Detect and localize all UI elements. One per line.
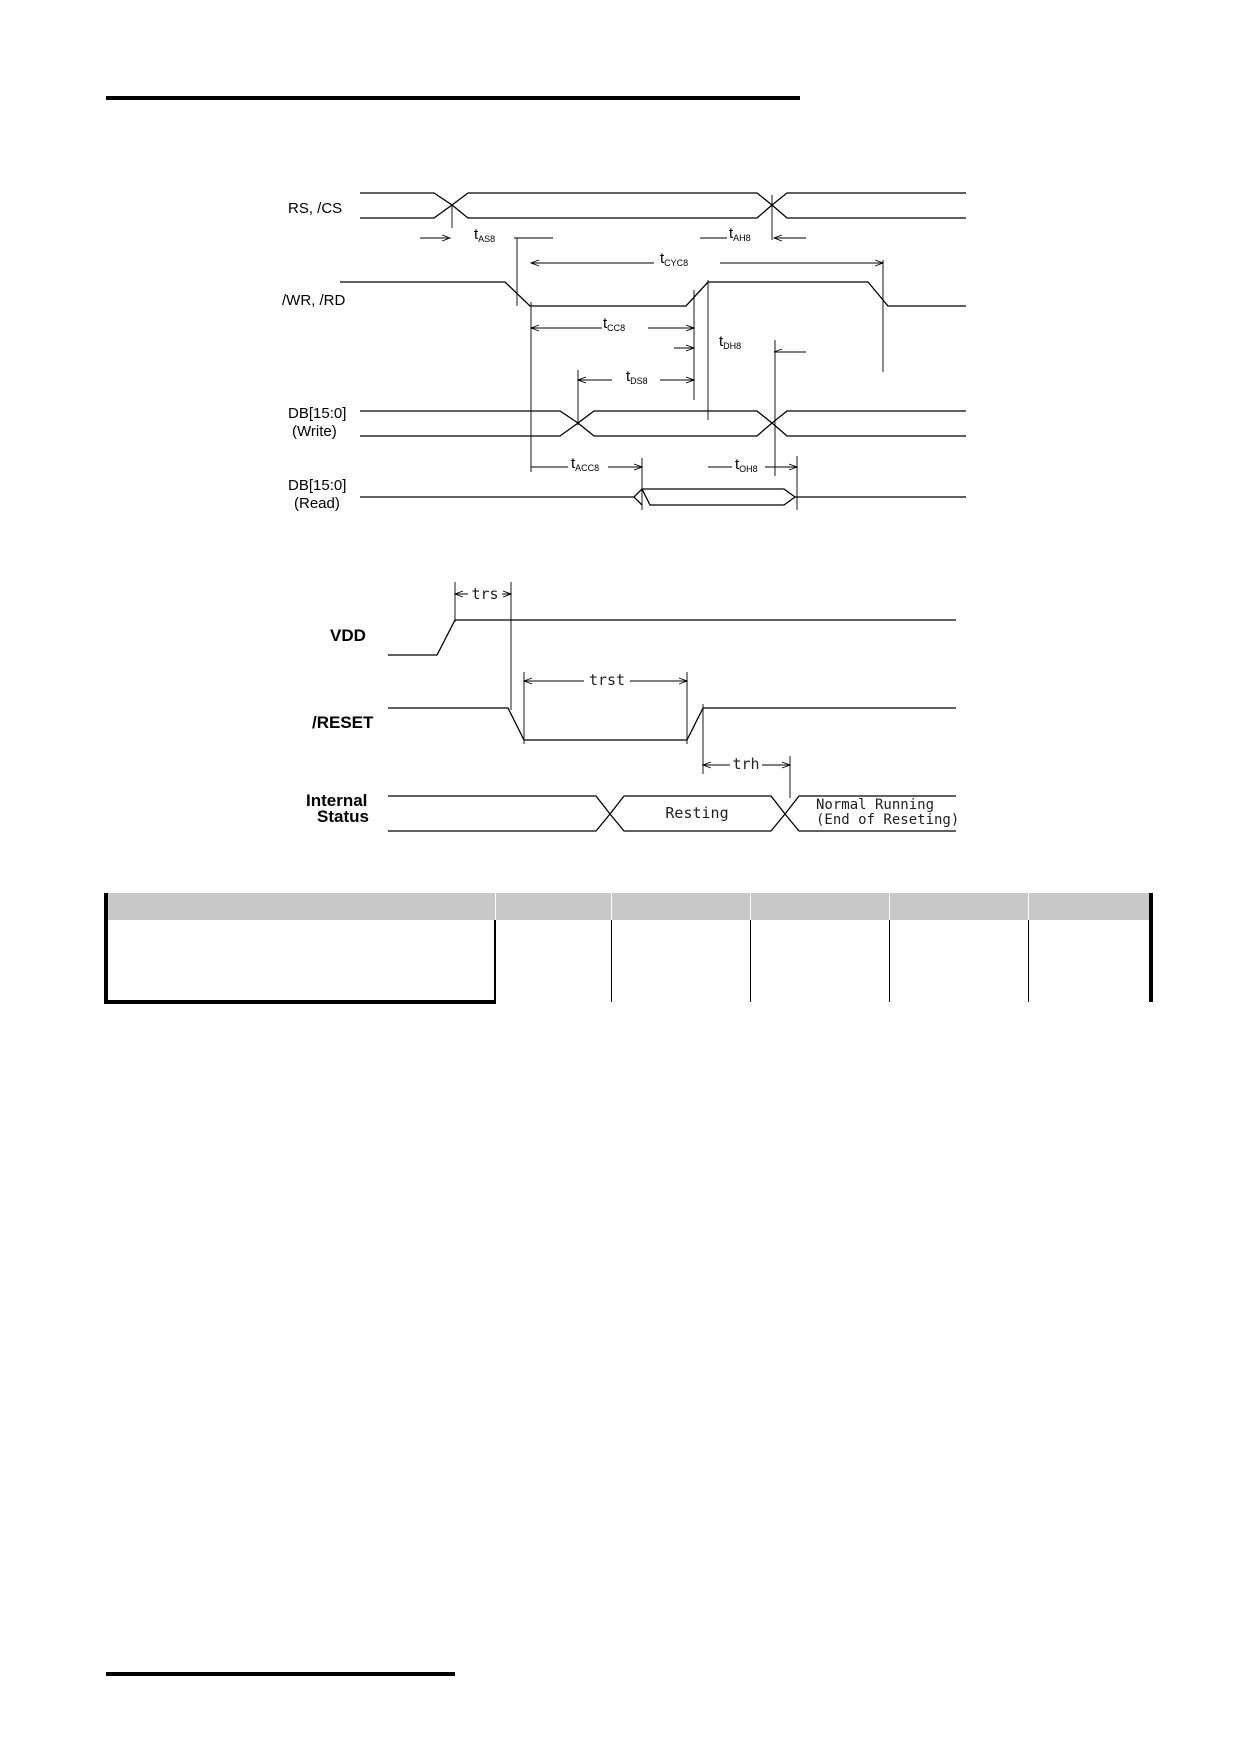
table-cell [889, 920, 1029, 1002]
signal-label-db-write: DB[15:0] [288, 405, 346, 422]
spec-table [104, 893, 1153, 1004]
timing-label-tcc8: tCC8 [603, 315, 625, 333]
reset-reference-lines [454, 582, 791, 798]
table-header-cell [104, 893, 496, 920]
footer-rule [106, 1672, 455, 1676]
signal-label-internal: Internal [306, 791, 367, 810]
table-header-cell [611, 893, 751, 920]
timing-label-tdh8: tDH8 [719, 333, 741, 351]
timing-reference-lines [451, 195, 884, 510]
timing-arrows [420, 234, 885, 471]
signal-label-vdd: VDD [330, 626, 366, 645]
signal-label-read: (Read) [294, 495, 340, 512]
waveform-vdd [388, 619, 956, 656]
table-cell [104, 920, 496, 1004]
timing-label-tas8: tAS8 [474, 226, 495, 244]
timing-label-trst: trst [589, 671, 625, 689]
signal-label-write: (Write) [292, 423, 337, 440]
table-header-cell [750, 893, 890, 920]
timing-label-tah8: tAH8 [729, 225, 751, 243]
table-header-row [104, 893, 1153, 920]
signal-label-wr-rd: /WR, /RD [282, 292, 345, 309]
waveform-wr-rd [340, 281, 966, 307]
header-rule [106, 96, 800, 100]
table-cell [495, 920, 612, 1002]
waveform-reset [388, 707, 956, 741]
signal-label-db-read: DB[15:0] [288, 477, 346, 494]
signal-label-reset: /RESET [312, 713, 374, 732]
table-row [104, 920, 1153, 1004]
table-header-cell [1028, 893, 1153, 920]
table-cell [1028, 920, 1153, 1002]
timing-label-trh: trh [732, 755, 759, 773]
table-cell [611, 920, 751, 1002]
timing-label-tacc8: tACC8 [571, 455, 599, 473]
table-header-cell [495, 893, 612, 920]
signal-label-status: Status [317, 807, 369, 826]
timing-label-toh8: tOH8 [735, 456, 758, 474]
table-cell [750, 920, 890, 1002]
timing-label-tds8: tDS8 [626, 368, 648, 386]
table-header-cell [889, 893, 1029, 920]
state-label-resting: Resting [665, 804, 728, 822]
waveform-db-read [360, 488, 966, 506]
timing-label-tcyc8: tCYC8 [660, 250, 688, 268]
signal-label-rs-cs: RS, /CS [288, 200, 342, 217]
waveform-internal-status [388, 795, 956, 832]
state-label-normal-running: Normal Running [816, 797, 934, 813]
timing-label-trs: trs [471, 585, 498, 603]
state-label-end-of-reseting: (End of Reseting) [816, 812, 959, 828]
